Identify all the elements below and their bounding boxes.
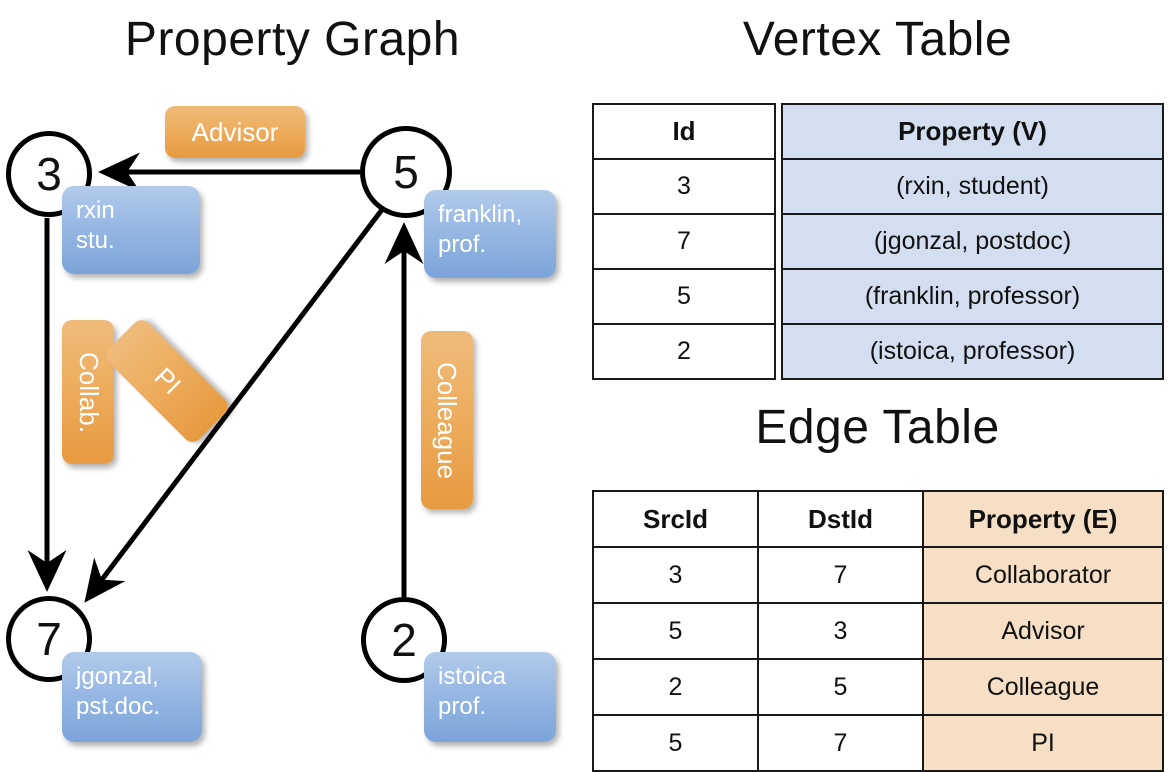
table-row: Advisor [922,602,1164,660]
page-title-property-graph: Property Graph [124,13,461,66]
vertex-table-header-property: Property (V) [781,103,1164,160]
edge-label-colleague-text: Colleague [432,361,463,479]
edge-table-cell-dst: 7 [757,714,924,772]
vertex-table-cell-id: 3 [592,158,776,215]
vertex-node-5-label: 5 [393,146,419,198]
table-row: 5 3 [592,602,924,660]
vertex-property-istoica-line1: istoica [438,663,507,690]
table-row: Colleague [922,658,1164,716]
edge-label-box-colleague[interactable]: Colleague [421,331,473,509]
vertex-property-rxin-line1: rxin [76,197,115,224]
edge-label-pi-text: PI [148,361,187,400]
table-row: (rxin, student) [781,158,1164,215]
vertex-node-2-label: 2 [391,614,417,666]
table-row: 5 [592,268,776,325]
edge-table-property-column: Property (E) Collaborator Advisor Collea… [922,490,1164,772]
table-row: 3 [592,158,776,215]
vertex-node-2[interactable]: 2 [361,597,447,683]
vertex-table-property-column: Property (V) (rxin, student) (jgonzal, p… [781,103,1164,380]
edge-table-header-property: Property (E) [922,490,1164,548]
vertex-property-jgonzal-line2: pst.doc. [76,693,161,720]
vertex-property-franklin-line1: franklin, [438,201,523,228]
edge-label-box-advisor[interactable]: Advisor [165,106,305,158]
vertex-property-franklin-line2: prof. [438,231,487,258]
vertex-table-cell-property: (jgonzal, postdoc) [781,213,1164,270]
vertex-table-id-column: Id 3 7 5 2 [592,103,776,380]
table-header-row: Property (V) [781,103,1164,160]
edge-label-box-collab[interactable]: Collab. [62,320,114,464]
table-row: (jgonzal, postdoc) [781,213,1164,270]
graph-edges-svg [27,152,424,603]
edge-table-cell-src: 3 [592,546,759,604]
vertex-table-cell-property: (franklin, professor) [781,268,1164,325]
edge-table-cell-property: Colleague [922,658,1164,716]
table-row: (franklin, professor) [781,268,1164,325]
vertex-node-5[interactable]: 5 [360,126,452,218]
vertex-table-cell-id: 2 [592,323,776,380]
table-header-row: SrcId DstId [592,490,924,548]
vertex-node-7-label: 7 [36,613,62,665]
vertex-table-cell-property: (rxin, student) [781,158,1164,215]
table-row: 3 7 [592,546,924,604]
edge-table-cell-property: PI [922,714,1164,772]
vertex-property-box-franklin[interactable]: franklin, prof. [424,190,556,278]
edge-label-collab-text: Collab. [73,351,104,433]
edge-table-cell-property: Collaborator [922,546,1164,604]
vertex-table-header-id: Id [592,103,776,160]
edge-table-cell-dst: 7 [757,546,924,604]
edge-table-header-dstid: DstId [757,490,924,548]
page-title-vertex-table: Vertex Table [742,13,1013,66]
table-row: PI [922,714,1164,772]
page-title-edge-table: Edge Table [755,401,1000,454]
vertex-table-cell-id: 7 [592,213,776,270]
edge-table-header-srcid: SrcId [592,490,759,548]
property-graph-diagram: 3 5 7 2 rxin stu. franklin, prof. jgonza… [0,0,585,760]
edge-label-advisor-text: Advisor [191,116,279,147]
vertex-property-box-rxin[interactable]: rxin stu. [62,186,200,274]
edge-table-src-dst-columns: SrcId DstId 3 7 5 3 2 5 5 7 [592,490,924,772]
edge-table-cell-src: 5 [592,602,759,660]
edge-table-cell-dst: 3 [757,602,924,660]
vertex-table-cell-id: 5 [592,268,776,325]
edge-pi-5-to-7 [84,205,386,603]
table-row: 2 5 [592,658,924,716]
table-row: Collaborator [922,546,1164,604]
table-row: 2 [592,323,776,380]
edge-table-cell-dst: 5 [757,658,924,716]
vertex-property-box-istoica[interactable]: istoica prof. [424,652,556,742]
vertex-node-3-label: 3 [36,148,62,200]
table-header-row: Property (E) [922,490,1164,548]
edge-table-cell-property: Advisor [922,602,1164,660]
vertex-property-jgonzal-line1: jgonzal, [76,663,159,690]
vertex-property-rxin-line2: stu. [76,227,115,254]
table-header-row: Id [592,103,776,160]
edge-table-cell-src: 2 [592,658,759,716]
edge-table-cell-src: 5 [592,714,759,772]
table-row: 7 [592,213,776,270]
vertex-table-cell-property: (istoica, professor) [781,323,1164,380]
table-row: 5 7 [592,714,924,772]
vertex-property-istoica-line2: prof. [438,693,487,720]
table-row: (istoica, professor) [781,323,1164,380]
vertex-property-box-jgonzal[interactable]: jgonzal, pst.doc. [62,652,202,742]
